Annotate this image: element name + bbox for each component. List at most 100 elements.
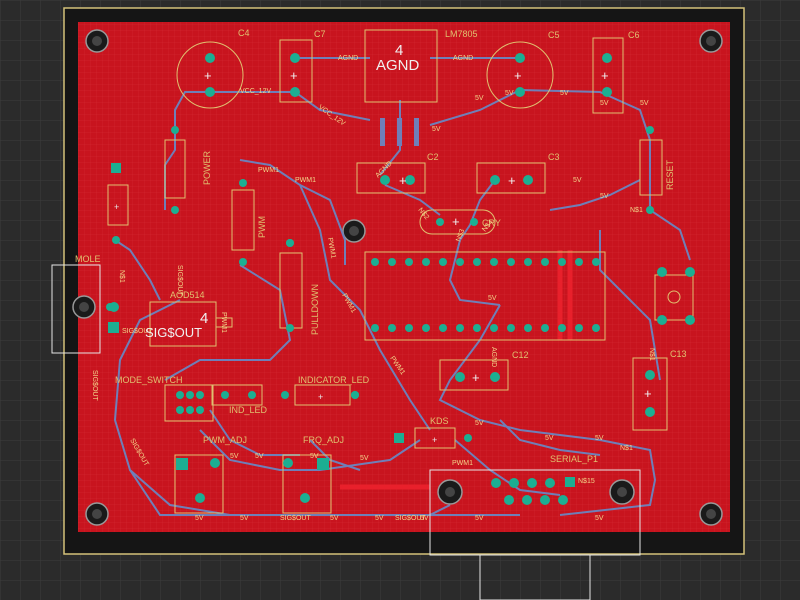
pulldown-label: PULLDOWN bbox=[310, 284, 320, 335]
aod514-label: AOD514 bbox=[170, 290, 205, 300]
net-5v-15: 5V bbox=[595, 515, 604, 522]
net-5v-17: 5V bbox=[595, 435, 604, 442]
svg-text:+: + bbox=[601, 68, 609, 83]
net-5v-8: 5V bbox=[573, 177, 582, 184]
mount-hole-br[interactable] bbox=[699, 502, 723, 526]
reset-switch[interactable] bbox=[654, 267, 695, 325]
serial-label: SERIAL_P1 bbox=[550, 454, 598, 464]
c6-label: C6 bbox=[628, 30, 640, 40]
net-pwm1-6: PWM1 bbox=[452, 460, 473, 467]
net-sig-2: SIG$OUT bbox=[176, 265, 183, 296]
ind-led-label: IND_LED bbox=[229, 405, 268, 415]
net-5v-3: 5V bbox=[505, 90, 514, 97]
c4-label: C4 bbox=[238, 28, 250, 38]
cap-c2[interactable]: + C2 bbox=[356, 152, 439, 194]
svg-text:+: + bbox=[508, 173, 516, 188]
mcu-dip28[interactable] bbox=[286, 239, 606, 341]
net-5v-16: 5V bbox=[545, 435, 554, 442]
net-n1-3: N$1 bbox=[648, 348, 655, 361]
svg-text:+: + bbox=[290, 68, 298, 83]
c2-label: C2 bbox=[427, 152, 439, 162]
mole-label: MOLE bbox=[75, 254, 101, 264]
net-sig-left: SIG$OUT bbox=[122, 328, 153, 335]
net-5v-2: 5V bbox=[475, 95, 484, 102]
mount-hole-center[interactable] bbox=[342, 219, 366, 243]
misc-pads bbox=[106, 303, 359, 399]
mount-hole-tl[interactable] bbox=[85, 29, 109, 53]
net-agnd-4: AGND bbox=[490, 347, 497, 367]
net-agnd-1: AGND bbox=[338, 55, 358, 62]
svg-text:+: + bbox=[114, 202, 119, 212]
svg-text:+: + bbox=[204, 68, 212, 83]
mount-hole-tr[interactable] bbox=[699, 29, 723, 53]
net-pwm1-3: PWM1 bbox=[326, 237, 337, 259]
net-pwm1-2: PWM1 bbox=[295, 177, 316, 184]
reset-label: RESET bbox=[665, 159, 675, 190]
svg-text:+: + bbox=[452, 214, 460, 229]
crystal-cry[interactable]: + CRY bbox=[419, 209, 501, 235]
c5-label: C5 bbox=[548, 30, 560, 40]
net-n3: N$3 bbox=[455, 228, 466, 243]
net-5v-22: 5V bbox=[488, 295, 497, 302]
cap-c4[interactable]: + C4 bbox=[176, 28, 250, 109]
net-5v-14: 5V bbox=[475, 515, 484, 522]
net-5v-6: 5V bbox=[640, 100, 649, 107]
agnd-name: AGND bbox=[376, 57, 420, 74]
resistor-reset[interactable]: RESET bbox=[639, 126, 675, 214]
net-5v-23: 5V bbox=[475, 420, 484, 427]
net-n1-4: N$1 bbox=[620, 445, 633, 452]
svg-text:+: + bbox=[472, 370, 480, 385]
net-vcc-1: VCC_12V bbox=[240, 88, 271, 95]
net-pwm1-1: PWM1 bbox=[258, 167, 279, 174]
net-5v-5: 5V bbox=[600, 100, 609, 107]
pwm-label: PWM bbox=[257, 216, 267, 238]
cap-c13[interactable]: + C13 bbox=[632, 349, 687, 431]
c7-label: C7 bbox=[314, 29, 326, 39]
net-sig-6: SIG$OUT bbox=[395, 515, 426, 522]
power-label: POWER bbox=[202, 150, 212, 185]
net-5v-21: 5V bbox=[360, 455, 369, 462]
net-n1-2: N$1 bbox=[118, 270, 125, 283]
n15-label: N$15 bbox=[578, 478, 595, 485]
svg-text:+: + bbox=[514, 68, 522, 83]
mount-hole-bl[interactable] bbox=[85, 502, 109, 526]
net-5v-11: 5V bbox=[330, 515, 339, 522]
pot-pwm-adj[interactable]: PWM_ADJ bbox=[174, 435, 247, 514]
mount-hole-left[interactable] bbox=[72, 295, 96, 319]
cap-c12[interactable]: + C12 bbox=[439, 350, 529, 391]
connector-serial[interactable]: SERIAL_P1 N$15 bbox=[429, 454, 641, 600]
regulator-lm7805[interactable]: 4 AGND LM7805 bbox=[364, 29, 478, 146]
cap-c5[interactable]: + C5 bbox=[486, 30, 560, 109]
c13-label: C13 bbox=[670, 349, 687, 359]
sigout-name: SIG$OUT bbox=[145, 325, 202, 340]
indicator-led-label: INDICATOR_LED bbox=[298, 375, 370, 385]
pot-frq-adj[interactable]: FRQ_ADJ bbox=[282, 435, 344, 514]
cap-c3[interactable]: + C3 bbox=[476, 152, 560, 194]
cap-c7[interactable]: + C7 bbox=[279, 29, 326, 103]
net-5v-20: 5V bbox=[310, 453, 319, 460]
net-5v-1: 5V bbox=[432, 126, 441, 133]
resistor-power[interactable]: POWER bbox=[164, 126, 212, 214]
cap-c6[interactable]: + C6 bbox=[592, 30, 640, 114]
cry-label: CRY bbox=[482, 218, 501, 228]
net-sig-5: SIG$OUT bbox=[280, 515, 311, 522]
agnd-num: 4 bbox=[395, 42, 403, 59]
lm7805-label: LM7805 bbox=[445, 29, 478, 39]
kds-label: KDS bbox=[430, 416, 449, 426]
mode-switch[interactable]: MODE_SWITCH bbox=[115, 375, 214, 422]
net-5v-9: 5V bbox=[195, 515, 204, 522]
diode-kds[interactable]: + KDS bbox=[394, 416, 472, 449]
net-agnd-2: AGND bbox=[453, 55, 473, 62]
led-ind[interactable]: IND_LED bbox=[211, 384, 268, 415]
resistor-pwm[interactable]: PWM bbox=[231, 179, 267, 266]
net-pwm1-7: PWM1 bbox=[220, 312, 227, 333]
svg-text:+: + bbox=[644, 386, 652, 401]
net-sig-3: SIG$OUT bbox=[91, 370, 98, 401]
svg-text:+: + bbox=[399, 173, 407, 188]
sigout-num: 4 bbox=[200, 310, 208, 327]
mosfet-aod514[interactable]: 4 SIG$OUT AOD514 bbox=[145, 290, 233, 347]
resistor-left[interactable]: + bbox=[107, 163, 129, 244]
copper-hatch bbox=[78, 22, 730, 532]
net-5v-12: 5V bbox=[375, 515, 384, 522]
